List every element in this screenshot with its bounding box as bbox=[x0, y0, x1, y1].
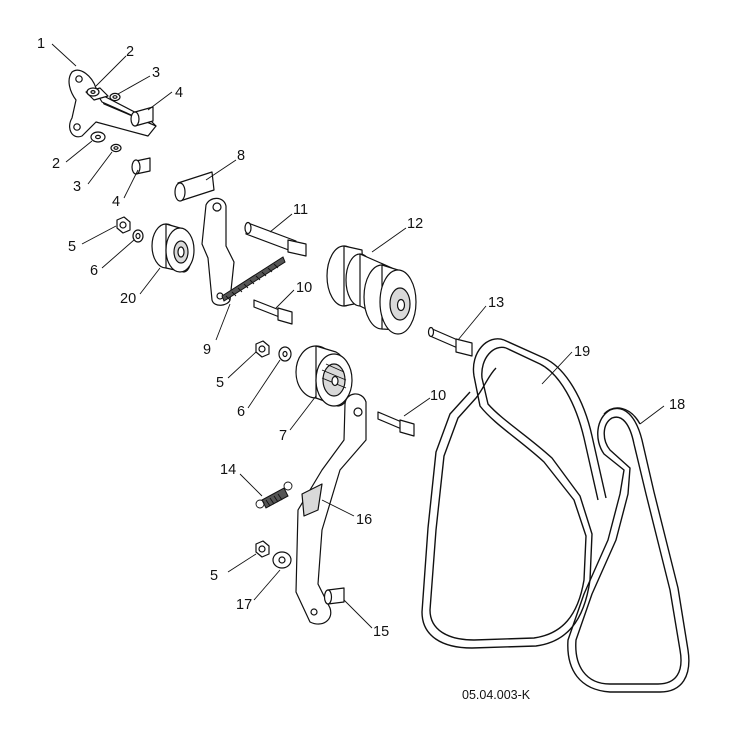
bolt-4-lower bbox=[131, 157, 151, 175]
nut-5-upper bbox=[116, 216, 131, 234]
nut-5-lower bbox=[255, 540, 270, 558]
leader-lines bbox=[51, 43, 665, 629]
bolt-10-lower bbox=[377, 411, 415, 437]
callout-14: 14 bbox=[220, 462, 236, 478]
spring bbox=[221, 256, 286, 302]
lower-idler-arm bbox=[295, 393, 367, 625]
callout-17: 17 bbox=[236, 597, 252, 613]
callout-18: 18 bbox=[669, 397, 685, 413]
callout-15: 15 bbox=[373, 624, 389, 640]
washer-17 bbox=[272, 551, 292, 569]
callout-10: 10 bbox=[296, 280, 312, 296]
double-v-pulley bbox=[326, 245, 417, 335]
washer-2-lower bbox=[90, 131, 106, 143]
callout-5: 5 bbox=[210, 568, 218, 584]
callout-13: 13 bbox=[488, 295, 504, 311]
flat-idler-pulley bbox=[151, 223, 195, 273]
callout-20: 20 bbox=[120, 291, 136, 307]
callout-19: 19 bbox=[574, 344, 590, 360]
callout-6: 6 bbox=[237, 404, 245, 420]
callout-2: 2 bbox=[126, 44, 134, 60]
callout-6: 6 bbox=[90, 263, 98, 279]
bolt-13 bbox=[427, 326, 473, 357]
washer-6-middle bbox=[278, 346, 292, 362]
bolt-15 bbox=[323, 587, 345, 605]
bolt-10-upper bbox=[253, 299, 293, 325]
callout-4: 4 bbox=[175, 85, 183, 101]
callout-8: 8 bbox=[237, 148, 245, 164]
washer-2-upper bbox=[86, 87, 100, 97]
callout-11: 11 bbox=[293, 202, 308, 218]
callout-12: 12 bbox=[407, 216, 423, 232]
drawing-reference-code: 05.04.003-K bbox=[462, 688, 531, 702]
washer-6-upper bbox=[132, 229, 144, 243]
callout-5: 5 bbox=[68, 239, 76, 255]
callout-4: 4 bbox=[112, 194, 120, 210]
bolt-4-upper bbox=[130, 106, 154, 127]
callout-3: 3 bbox=[152, 65, 160, 81]
callout-2: 2 bbox=[52, 156, 60, 172]
drive-belt-18 bbox=[567, 407, 690, 693]
callout-16: 16 bbox=[356, 512, 372, 528]
lock-washer-3-lower bbox=[110, 143, 122, 153]
callout-3: 3 bbox=[73, 179, 81, 195]
lock-washer-3-upper bbox=[109, 92, 121, 102]
grooved-idler-pulley bbox=[295, 345, 353, 407]
callout-5: 5 bbox=[216, 375, 224, 391]
idler-arm bbox=[174, 171, 235, 306]
nut-5-middle bbox=[255, 340, 270, 358]
callout-1: 1 bbox=[37, 36, 45, 52]
callout-labels: 1 2 3 4 2 3 4 8 11 12 5 6 20 10 9 13 19 … bbox=[37, 36, 685, 640]
drive-belt-19 bbox=[421, 338, 607, 649]
callout-10: 10 bbox=[430, 388, 446, 404]
extension-spring bbox=[255, 481, 293, 509]
callout-9: 9 bbox=[203, 342, 211, 358]
shoulder-bolt bbox=[244, 221, 307, 257]
callout-7: 7 bbox=[279, 428, 287, 444]
